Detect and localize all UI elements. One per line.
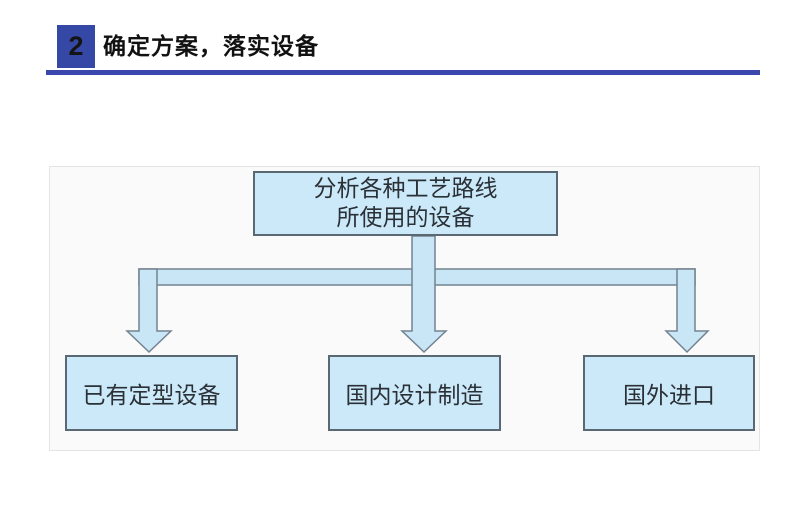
arrow-down-middle-icon	[400, 235, 448, 354]
flow-node-foreign-import: 国外进口	[583, 355, 755, 431]
arrow-down-left-icon	[125, 268, 173, 354]
header-underline	[46, 70, 760, 75]
arrow-down-right-icon	[664, 268, 710, 354]
root-node-line2: 所使用的设备	[336, 204, 475, 231]
section-number-badge: 2	[57, 25, 95, 68]
flow-node-domestic-design: 国内设计制造	[328, 355, 501, 431]
flow-node-existing-equipment: 已有定型设备	[65, 355, 238, 431]
page-title: 确定方案，落实设备	[103, 33, 319, 59]
flow-node-root: 分析各种工艺路线 所使用的设备	[253, 171, 558, 236]
section-number: 2	[68, 31, 84, 61]
root-node-line1: 分析各种工艺路线	[313, 175, 498, 202]
